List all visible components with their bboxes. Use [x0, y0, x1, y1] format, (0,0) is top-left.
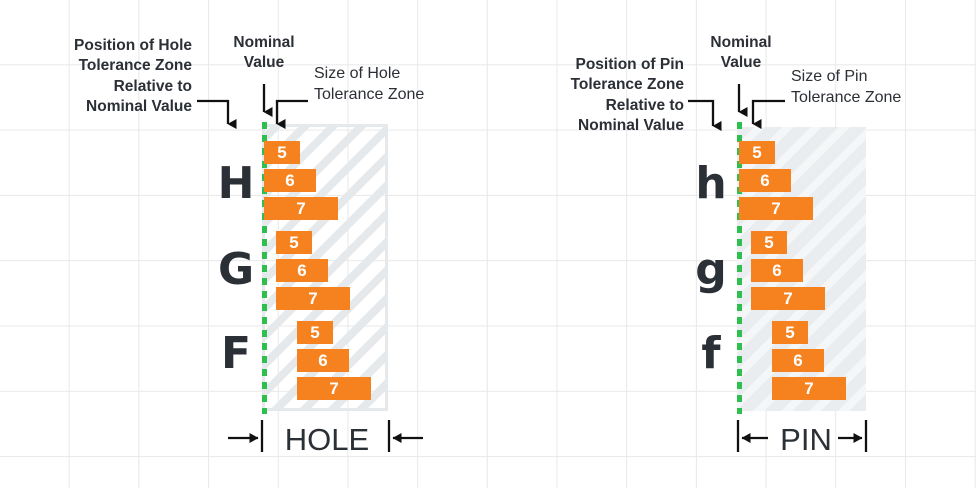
pin-bar-h7: 7: [739, 197, 813, 220]
annotation-hole-nominal: Nominal Value: [233, 34, 295, 72]
pin-bar-f5: 5: [772, 321, 808, 344]
pin-bar-h5: 5: [739, 141, 775, 164]
hole-bar-F7: 7: [297, 377, 371, 400]
hole-bar-G6: 6: [276, 259, 328, 282]
annotation-hole-position: Position of Hole Tolerance Zone Relative…: [74, 37, 192, 116]
hole-bar-G7: 7: [276, 287, 350, 310]
hole-nominal-value-line: [262, 122, 267, 414]
hole-bar-F5: 5: [297, 321, 333, 344]
hole-class-letter-H: H: [217, 158, 255, 209]
hole-bar-H7: 7: [264, 197, 338, 220]
annotation-pin-nominal: Nominal Value: [710, 34, 772, 72]
hole-caption: HOLE: [284, 422, 370, 457]
pin-bar-g5: 5: [751, 231, 787, 254]
annotation-pin-position: Position of Pin Tolerance Zone Relative …: [570, 56, 684, 135]
pin-class-letter-f: f: [701, 328, 721, 379]
annotation-hole-size: Size of Hole Tolerance Zone: [314, 65, 425, 104]
pin-class-letter-g: g: [695, 244, 727, 295]
pin-bar-h6: 6: [739, 169, 791, 192]
pin-bar-g6: 6: [751, 259, 803, 282]
hole-bar-F6: 6: [297, 349, 349, 372]
hole-bar-G5: 5: [276, 231, 312, 254]
hole-bar-H6: 6: [264, 169, 316, 192]
hole-class-letter-G: G: [217, 244, 255, 295]
pin-bar-f6: 6: [772, 349, 824, 372]
hole-bar-H5: 5: [264, 141, 300, 164]
pin-bar-f7: 7: [772, 377, 846, 400]
hole-class-letter-F: F: [220, 328, 252, 379]
annotation-pin-size: Size of Pin Tolerance Zone: [791, 68, 902, 107]
pin-caption: PIN: [780, 422, 832, 457]
pin-class-letter-h: h: [695, 158, 727, 209]
pin-bar-g7: 7: [751, 287, 825, 310]
pin-nominal-value-line: [737, 122, 742, 414]
